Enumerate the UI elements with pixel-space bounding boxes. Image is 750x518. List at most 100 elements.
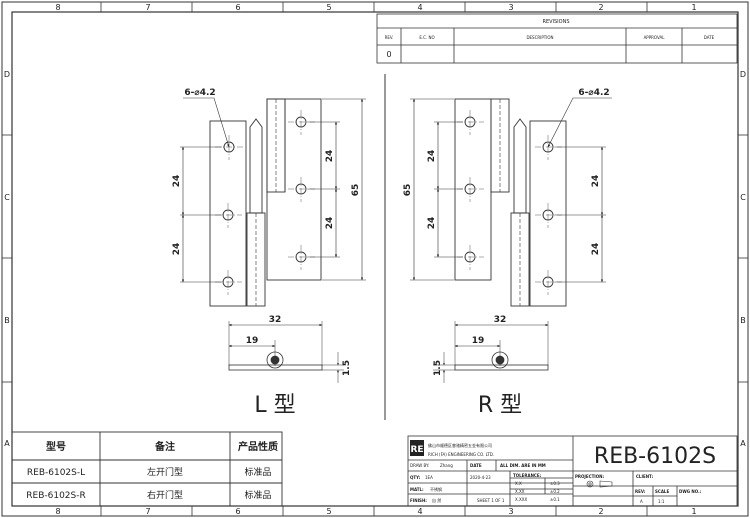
dim-center: 19 [246,336,259,346]
dim-pitch: 24 [325,217,335,230]
right-section-view [433,321,549,383]
hole-callout: 6-⌀4.2 [184,88,215,98]
matl-label: MATL: [410,487,424,492]
row-label-left: B [4,316,10,325]
col-label-top: 3 [508,3,513,12]
dim-height: 65 [403,184,413,197]
dim-pitch: 24 [427,217,437,230]
tol-row: ±0.2 [550,489,560,494]
table-cell: 标准品 [244,466,271,478]
plate-section [454,364,549,371]
table-cell: REB-6102S-R [26,491,85,501]
scale-value: 1:1 [658,499,665,504]
draw-by-value: Zhang [440,463,453,468]
col-label-top: 1 [691,3,696,12]
plate-section [228,364,323,371]
dim-width: 32 [269,315,282,325]
right-view-label: R 型 [478,393,522,418]
dwg-no-label: DWG NO.: [679,489,702,494]
col-label-bottom: 1 [691,507,696,516]
projection-label: PROJECTION: [575,474,605,479]
finish-value: 自 然 [432,497,441,503]
tolerance-label: TOLERANCE: [513,473,542,478]
left-view-label: L 型 [254,393,295,418]
tol-row: X.XXX [515,497,527,502]
col-label-bottom: 8 [55,507,60,516]
table-cell: 左开门型 [147,466,183,478]
parts-table: 型号 备注 产品性质 REB-6102S-L 左开门型 标准品 REB-6102… [11,431,283,507]
date-value: 2020-4-23 [470,475,491,480]
col-label-bottom: 6 [235,507,240,516]
row-label-right: B [740,316,746,325]
finish-label: FINISH: [410,498,427,503]
right-view [410,97,612,307]
approval-header: APPROVAL [644,35,666,40]
right-leaf [266,98,322,281]
left-view-dims: 6-⌀4.2 24 24 24 24 65 [172,88,361,255]
dim-pitch: 24 [172,175,182,188]
dim-width: 32 [494,315,507,325]
pin-section [270,355,280,365]
right-leaf [529,120,567,307]
col-label-top: 8 [55,3,60,12]
qty-label: QTY: [410,475,421,480]
table-cell: 标准品 [244,489,271,501]
table-cell: REB-6102S-L [27,468,85,478]
col-label-bottom: 7 [145,507,150,516]
rev-value: 0 [386,50,391,59]
left-section-dims: 32 19 1.5 [246,315,352,376]
dim-pitch: 24 [591,243,601,256]
row-label-left: D [4,70,10,79]
left-leaf [209,120,247,307]
dim-pitch: 24 [172,243,182,256]
hinge-pin [249,118,263,214]
col-header-type: 产品性质 [238,440,278,453]
dim-pitch: 24 [325,150,335,163]
tol-row: ±0.3 [550,481,560,486]
sheet-value: SHEET 1 OF 1 [477,498,505,503]
qty-value: 1EA [425,475,433,480]
dim-pitch: 24 [427,150,437,163]
col-label-top: 7 [145,3,150,12]
scale-label: SCALE [655,489,669,494]
zone-labels: 8 7 6 5 4 3 2 1 8 7 6 5 4 3 2 1 D C B A … [4,3,746,516]
col-label-bottom: 4 [417,507,422,516]
row-label-left: C [4,193,10,202]
projection-symbol [586,480,613,488]
col-label-bottom: 3 [508,507,513,516]
description-header: DESCRIPTION [526,35,553,40]
tol-row: X.X [515,481,522,486]
company-name-en: RICH (FA) ENGINEERING CO. LTD. [428,452,494,457]
col-header-note: 备注 [154,440,175,453]
company-name-cn: 佛山市顺德区睿驰精密五金有限公司 [428,442,492,448]
table-cell: 右开门型 [147,489,183,501]
col-label-top: 4 [417,3,422,12]
hole-callout: 6-⌀4.2 [578,88,609,98]
col-header-model: 型号 [46,440,66,453]
dim-note: ALL DIM. ARE IN MM [500,463,546,468]
date-header: DATE [704,35,715,40]
right-view-dims: 6-⌀4.2 65 24 24 24 24 [403,88,610,255]
tol-row: ±0.1 [550,497,560,502]
dim-center: 19 [472,336,485,346]
draw-by-label: DRAW BY: [410,463,429,468]
hinge-pin [513,118,527,214]
right-section-dims: 32 19 1.5 [433,315,506,376]
matl-value: 不锈钢 [430,486,442,492]
client-label: CLIENT: [636,474,654,479]
knuckle-section [491,351,509,369]
row-label-right: C [740,193,746,202]
rev-value: A [640,499,643,504]
knuckle-section [266,351,284,369]
date-label: DATE [470,463,482,468]
ecno-header: E.C. NO [419,35,434,40]
drawing-number: REB-6102S [594,444,716,469]
col-label-top: 5 [326,3,331,12]
dim-pitch: 24 [591,175,601,188]
tol-row: X.XX [515,489,525,494]
rev-header: REV. [385,35,394,40]
row-label-right: D [740,70,746,79]
